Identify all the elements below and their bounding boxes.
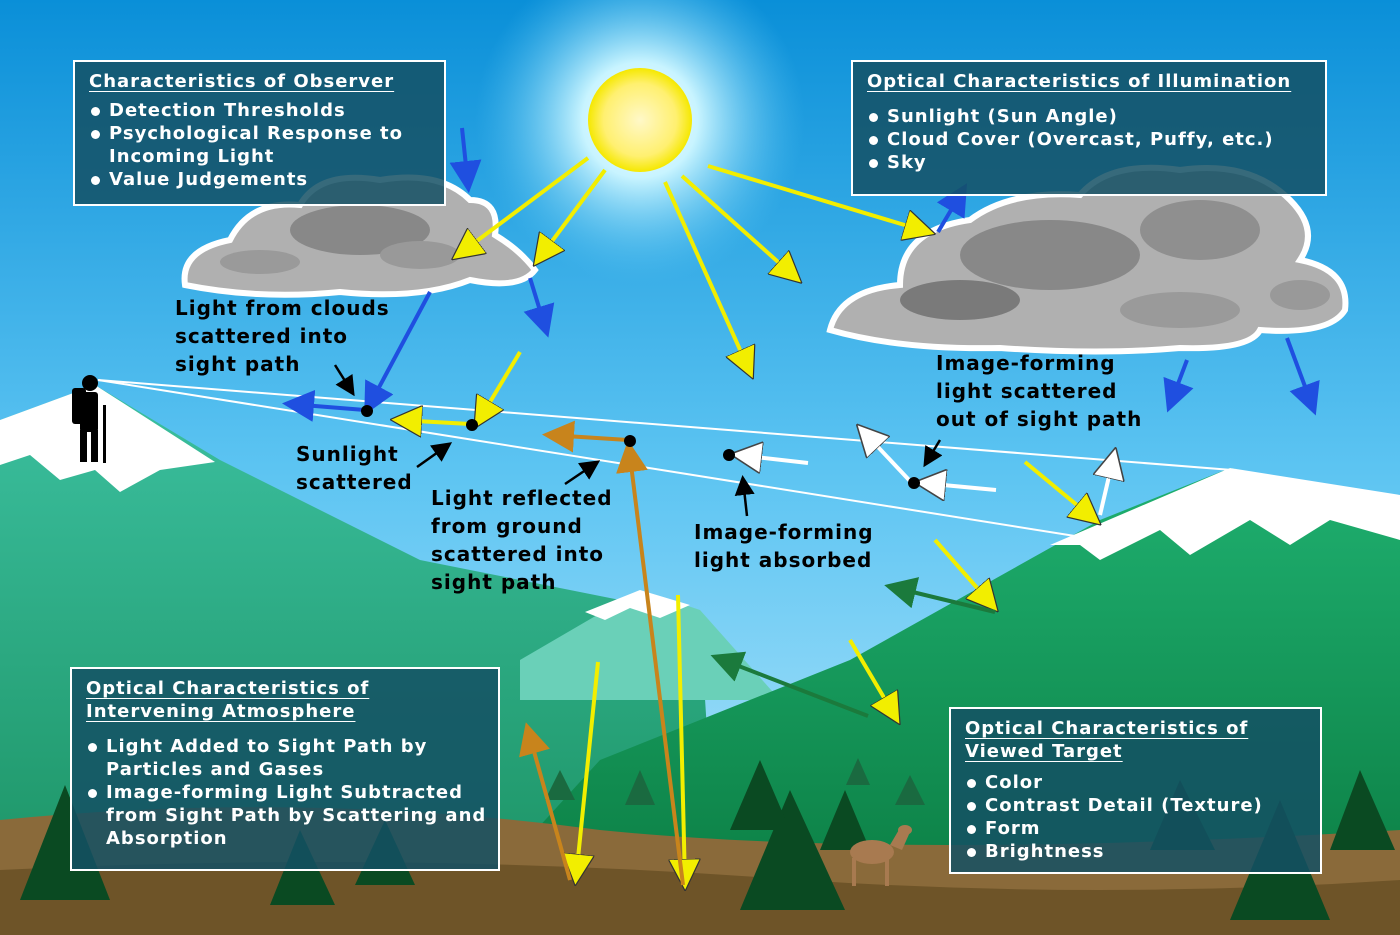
label-scattered-out: Image-forming light scattered out of sig… <box>936 349 1142 433</box>
skylight-arrows <box>282 127 1320 422</box>
scatter-points <box>361 405 920 489</box>
hiker-icon <box>72 375 106 463</box>
observer-title: Characteristics of Observer <box>89 71 395 92</box>
label-line: Light reflected <box>431 486 613 510</box>
target-item: Color <box>965 771 1306 794</box>
label-line: sight path <box>175 352 301 376</box>
cloud-left <box>181 174 539 298</box>
illumination-item: Sunlight (Sun Angle) <box>867 105 1311 128</box>
target-box: Optical Characteristics of Viewed Target… <box>949 707 1322 874</box>
label-line: light absorbed <box>694 548 873 572</box>
label-sunlight-scattered: Sunlight scattered <box>296 440 413 496</box>
label-ground-reflected: Light reflected from ground scattered in… <box>431 484 613 596</box>
target-title-2: Viewed Target <box>965 741 1123 762</box>
atmosphere-title: Optical Characteristics of <box>86 678 370 699</box>
deer-icon <box>850 825 912 886</box>
label-line: scattered into <box>431 542 605 566</box>
label-line: sight path <box>431 570 557 594</box>
atmosphere-item: Image-forming Light Subtracted from Sigh… <box>86 781 496 850</box>
label-line: from ground <box>431 514 583 538</box>
pointer-arrows <box>333 364 943 517</box>
observer-box: Characteristics of Observer Detection Th… <box>73 60 446 206</box>
atmosphere-title-2: Intervening Atmosphere <box>86 701 356 722</box>
illumination-item: Cloud Cover (Overcast, Puffy, etc.) <box>867 128 1311 151</box>
label-line: scattered <box>296 470 413 494</box>
label-absorbed: Image-forming light absorbed <box>694 518 874 574</box>
label-line: Image-forming <box>936 351 1116 375</box>
atmosphere-item: Light Added to Sight Path by Particles a… <box>86 735 466 781</box>
label-line: Image-forming <box>694 520 874 544</box>
label-clouds-scatter: Light from clouds scattered into sight p… <box>175 294 390 378</box>
illumination-title: Optical Characteristics of Illumination <box>867 71 1292 92</box>
label-line: out of sight path <box>936 407 1143 431</box>
target-item: Brightness <box>965 840 1306 863</box>
target-item: Form <box>965 817 1306 840</box>
atmosphere-box: Optical Characteristics of Intervening A… <box>70 667 500 871</box>
sun-icon <box>588 68 692 172</box>
image-forming-arrows <box>738 430 1114 516</box>
cloud-right <box>826 164 1349 355</box>
target-item: Contrast Detail (Texture) <box>965 794 1306 817</box>
observer-item: Value Judgements <box>89 168 430 191</box>
target-reflected-arrows <box>710 577 996 718</box>
illumination-item: Sky <box>867 151 1311 174</box>
label-line: Sunlight <box>296 442 399 466</box>
target-title: Optical Characteristics of <box>965 718 1249 739</box>
observer-item: Detection Thresholds <box>89 99 430 122</box>
sunlight-arrows <box>398 156 1095 883</box>
illumination-box: Optical Characteristics of Illumination … <box>851 60 1327 196</box>
label-line: scattered into <box>175 324 349 348</box>
observer-item: Psychological Response to Incoming Light <box>89 122 409 168</box>
label-line: light scattered <box>936 379 1118 403</box>
label-line: Light from clouds <box>175 296 390 320</box>
ground-reflected-arrows <box>519 420 685 886</box>
